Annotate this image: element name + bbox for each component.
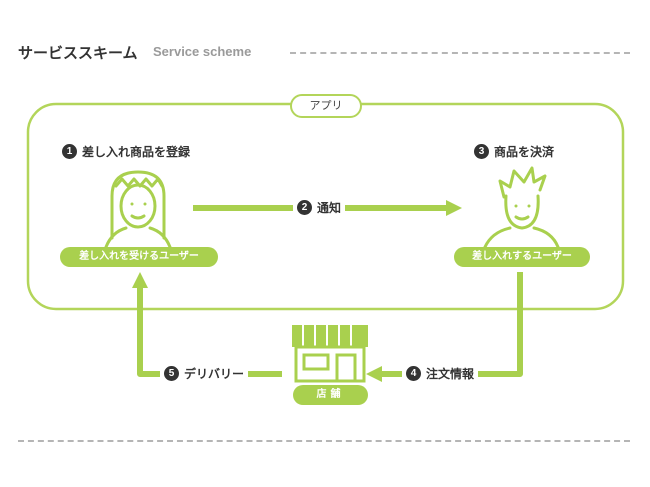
store-badge: 店舗	[293, 385, 368, 405]
step-label: 通知	[317, 201, 342, 215]
receiver-user-badge: 差し入れを受けるユーザー	[60, 247, 218, 267]
bottom-divider	[18, 440, 630, 442]
store-icon	[292, 325, 368, 383]
step-number-badge: 1	[62, 144, 77, 159]
step-register: 1 差し入れ商品を登録	[62, 143, 190, 160]
step-number-badge: 5	[164, 366, 179, 381]
app-label: アプリ	[290, 94, 362, 118]
arrow-delivery	[132, 272, 282, 377]
step-label: 差し入れ商品を登録	[82, 145, 191, 159]
step-delivery: 5 デリバリー	[160, 365, 249, 382]
woman-user-icon	[104, 170, 172, 249]
step-number-badge: 2	[297, 200, 312, 215]
man-user-icon	[483, 166, 560, 249]
step-label: デリバリー	[184, 367, 245, 381]
page-title: サービススキーム	[18, 44, 138, 62]
step-notify: 2 通知	[293, 199, 346, 216]
step-label: 注文情報	[426, 367, 475, 381]
step-number-badge: 4	[406, 366, 421, 381]
top-divider	[290, 52, 630, 54]
step-order-info: 4 注文情報	[402, 365, 479, 382]
page-subtitle: Service scheme	[153, 44, 252, 59]
sender-user-badge: 差し入れするユーザー	[454, 247, 590, 267]
step-number-badge: 3	[474, 144, 489, 159]
step-payment: 3 商品を決済	[474, 143, 554, 160]
step-label: 商品を決済	[494, 145, 555, 159]
